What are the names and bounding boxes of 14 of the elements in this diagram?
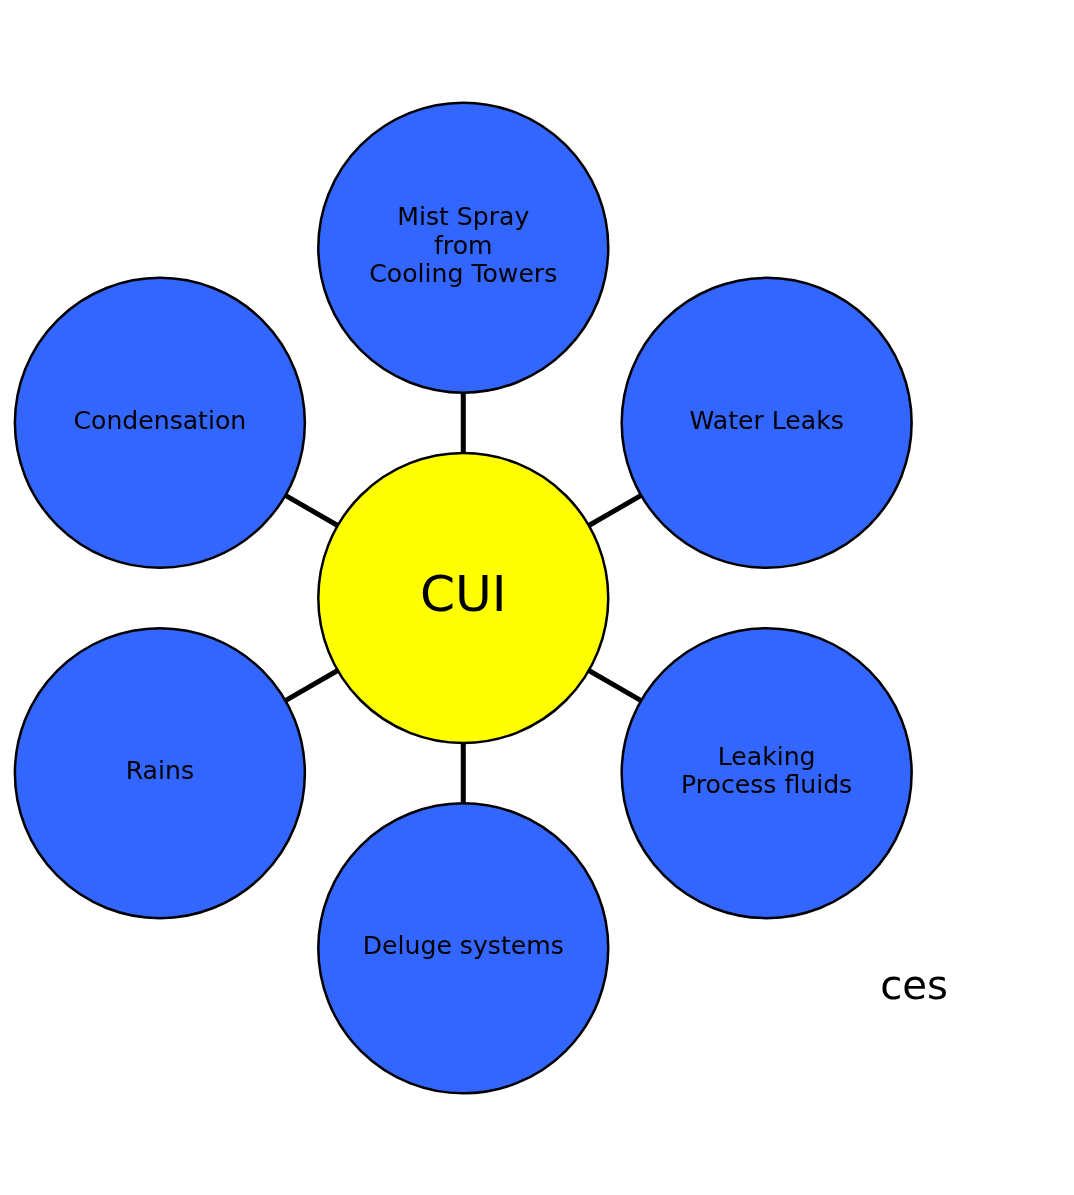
node-circle: Mist Spray from Cooling Towers bbox=[317, 100, 610, 394]
node-circle: Water Leaks bbox=[620, 276, 913, 569]
connector bbox=[460, 392, 466, 453]
node-circle: Deluge systems bbox=[317, 801, 610, 1095]
connector bbox=[284, 492, 339, 528]
connector bbox=[587, 492, 642, 528]
node-circle: Condensation bbox=[13, 276, 307, 569]
label: ces bbox=[880, 961, 949, 1008]
node-circle: CUI bbox=[317, 451, 610, 744]
connector bbox=[587, 667, 642, 703]
node-circle: Leaking Process fluids bbox=[620, 626, 913, 919]
connector bbox=[284, 667, 339, 703]
connector bbox=[460, 742, 466, 803]
node-circle: Rains bbox=[13, 626, 307, 919]
